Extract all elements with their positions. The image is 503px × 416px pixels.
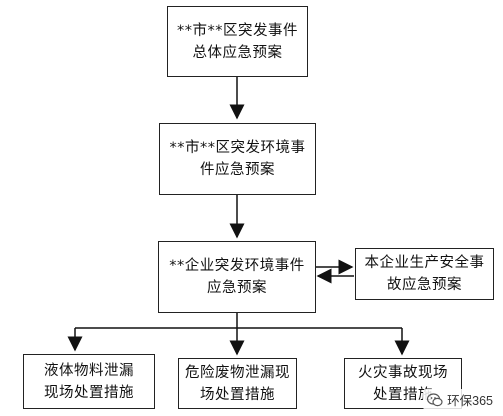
wechat-bubble-icon — [427, 392, 443, 406]
liquid-leak-measures-label: 液体物料泄漏 现场处置措施 — [44, 362, 134, 401]
liquid-leak-measures-box: 液体物料泄漏 现场处置措施 — [23, 354, 155, 409]
hazardous-waste-measures-box: 危险废物泄漏现 场处置措施 — [178, 358, 297, 409]
enterprise-env-plan-label: **企业突发环境事件 应急预案 — [169, 258, 305, 296]
watermark: 环保365 — [423, 389, 497, 410]
fire-accident-measures-label: 火灾事故现场 处置措施 — [358, 364, 448, 403]
enterprise-safety-plan-label: 本企业生产安全事 故应急预案 — [364, 255, 485, 293]
hazardous-waste-measures-label: 危险废物泄漏现 场处置措施 — [185, 364, 290, 403]
city-general-plan-box: **市**区突发事件 总体应急预案 — [167, 6, 308, 77]
city-env-plan-label: **市**区突发环境事 件应急预案 — [169, 140, 306, 178]
enterprise-safety-plan-box: 本企业生产安全事 故应急预案 — [355, 248, 494, 300]
enterprise-env-plan-box: **企业突发环境事件 应急预案 — [158, 241, 316, 313]
watermark-text: 环保365 — [447, 394, 493, 408]
city-general-plan-label: **市**区突发事件 总体应急预案 — [177, 22, 298, 61]
city-env-plan-box: **市**区突发环境事 件应急预案 — [159, 123, 316, 195]
